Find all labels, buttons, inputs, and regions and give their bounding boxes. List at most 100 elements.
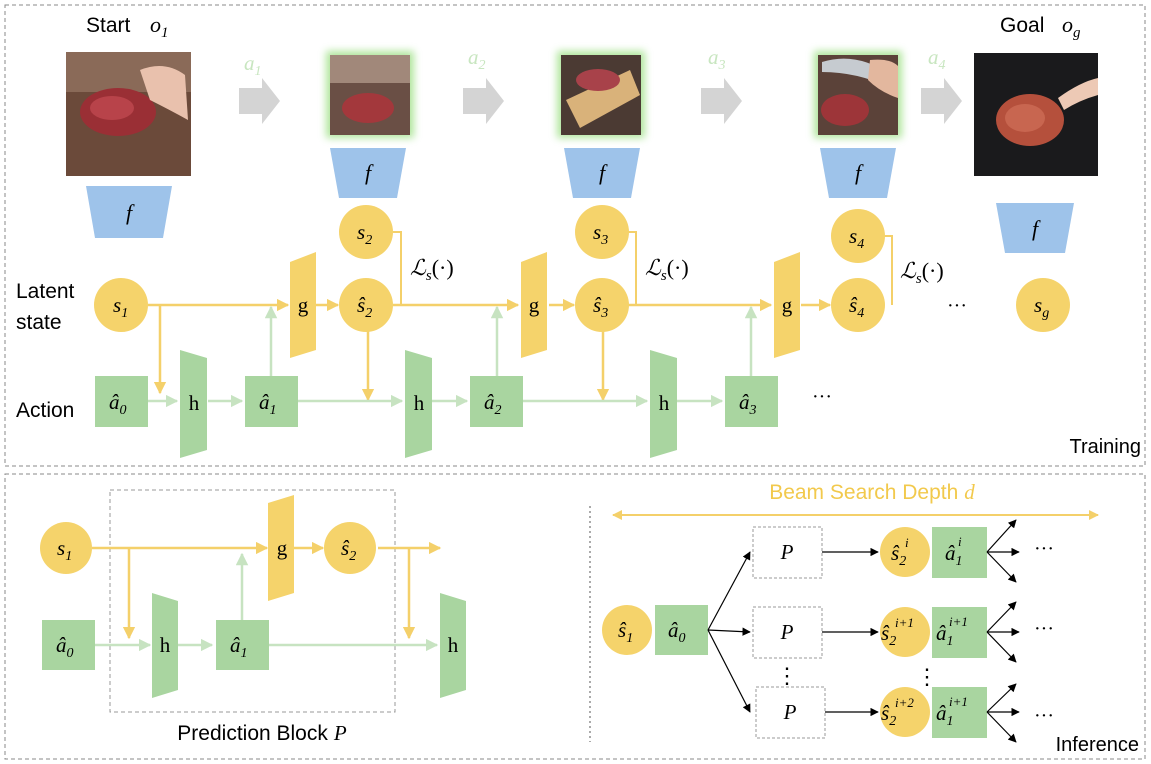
encoder-f-2: f <box>564 148 640 198</box>
prediction-h-module-2: h <box>440 593 466 698</box>
goal-obs-label: og <box>1062 12 1081 41</box>
beam-ellipsis-2: ··· <box>1034 618 1054 640</box>
prediction-h-module-1: h <box>152 593 178 698</box>
prediction-action-lines <box>95 552 439 652</box>
svg-text:â2: â2 <box>484 390 502 418</box>
prediction-state-s1: s1 <box>40 522 92 574</box>
prediction-g-module: g <box>268 495 294 601</box>
svg-text:s4: s4 <box>849 224 864 252</box>
action-a2-hat: â2 <box>470 376 523 427</box>
svg-text:ŝ2: ŝ2 <box>881 621 896 649</box>
svg-text:i+1: i+1 <box>949 694 968 709</box>
svg-text:s1: s1 <box>57 536 72 564</box>
svg-text:ŝ2: ŝ2 <box>357 293 372 321</box>
svg-text:g: g <box>782 293 793 317</box>
beam-row-1: ŝ2 i â1 i <box>880 527 987 578</box>
action-a1-hat: â1 <box>245 376 298 427</box>
loss-brackets <box>393 231 893 305</box>
training-panel <box>4 4 1146 467</box>
row-label-state: state <box>16 311 62 334</box>
row-label-action: Action <box>16 399 74 422</box>
svg-text:g: g <box>277 536 288 560</box>
state-s4: s4 <box>831 209 885 263</box>
svg-text:h: h <box>160 633 171 657</box>
state-sg: sg <box>1016 278 1070 332</box>
inference-p-box-1: P <box>752 526 823 579</box>
inference-root-action: â0 <box>655 605 708 655</box>
svg-text:h: h <box>448 633 459 657</box>
action-label-1: a1 <box>244 51 262 79</box>
svg-text:f: f <box>126 200 135 225</box>
start-obs-label: o1 <box>150 12 169 41</box>
state-s4-hat: ŝ4 <box>831 278 885 332</box>
svg-text:â1: â1 <box>945 541 963 569</box>
beam-ellipsis-1: ··· <box>1034 538 1054 560</box>
svg-text:â0: â0 <box>668 618 686 646</box>
g-module-2: g <box>521 252 547 358</box>
svg-text:g: g <box>298 293 309 317</box>
training-corner-label: Training <box>1069 436 1141 458</box>
action-flow-lines <box>148 305 758 408</box>
action-label-3: a3 <box>708 45 726 73</box>
action-a3-hat: â3 <box>725 376 778 427</box>
svg-text:i: i <box>958 534 962 549</box>
inference-corner-label: Inference <box>1056 734 1139 756</box>
inference-p-box-2: P <box>752 606 823 659</box>
state-s3: s3 <box>575 205 629 259</box>
svg-text:f: f <box>599 160 608 185</box>
svg-text:i+2: i+2 <box>895 695 914 710</box>
start-label: Start <box>86 14 131 37</box>
svg-text:sg: sg <box>1034 293 1049 321</box>
svg-text:P: P <box>780 620 794 644</box>
svg-text:h: h <box>189 391 200 415</box>
intermediate-image-1 <box>326 51 414 138</box>
svg-text:ŝ4: ŝ4 <box>849 293 864 321</box>
svg-text:ŝ1: ŝ1 <box>618 618 633 646</box>
latent-ellipsis: ··· <box>947 295 967 317</box>
prediction-block-frame <box>109 489 396 713</box>
action-label-2: a2 <box>468 45 486 73</box>
prediction-state-s2-hat: ŝ2 <box>324 522 376 574</box>
beam-row-3: ŝ2 i+2 â1 i+1 <box>880 687 987 738</box>
prediction-action-a1-hat: â1 <box>216 620 269 670</box>
svg-text:P: P <box>783 700 797 724</box>
latent-flow-lines <box>148 298 832 402</box>
h-module-1: h <box>180 350 207 458</box>
encoder-f-3: f <box>820 148 896 198</box>
state-s3-hat: ŝ3 <box>575 278 629 332</box>
intermediate-image-3 <box>814 51 902 138</box>
svg-text:ŝ2: ŝ2 <box>891 541 906 569</box>
action-arrow-4 <box>921 78 962 124</box>
action-label-4: a4 <box>928 45 946 73</box>
state-s1: s1 <box>94 278 148 332</box>
svg-text:â1: â1 <box>936 701 954 729</box>
action-arrow-1 <box>239 78 280 124</box>
encoder-f-start: f <box>86 186 172 238</box>
svg-text:h: h <box>659 391 670 415</box>
g-module-1: g <box>290 252 316 358</box>
svg-text:i+1: i+1 <box>949 614 968 629</box>
row-label-latent: Latent <box>16 280 75 303</box>
action-arrow-2 <box>463 78 504 124</box>
svg-text:ŝ3: ŝ3 <box>593 293 608 321</box>
inference-vdots-left: ⋮ <box>776 663 798 688</box>
h-module-3: h <box>650 350 677 458</box>
inference-root-state: ŝ1 <box>602 605 652 655</box>
svg-text:s3: s3 <box>593 220 608 248</box>
svg-text:s1: s1 <box>113 293 128 321</box>
svg-text:â1: â1 <box>259 390 277 418</box>
state-s2-hat: ŝ2 <box>339 278 393 332</box>
inference-vdots-right: ⋮ <box>916 664 938 689</box>
svg-text:â3: â3 <box>739 390 757 418</box>
start-image <box>66 52 191 176</box>
g-module-3: g <box>774 252 800 358</box>
loss-label-1: ℒs(·) <box>410 255 454 284</box>
beam-fanout-arrows <box>986 519 1020 743</box>
svg-text:g: g <box>529 293 540 317</box>
svg-text:i: i <box>905 535 909 550</box>
goal-label: Goal <box>1000 14 1044 37</box>
svg-text:â0: â0 <box>56 633 74 661</box>
loss-label-3: ℒs(·) <box>900 258 944 287</box>
